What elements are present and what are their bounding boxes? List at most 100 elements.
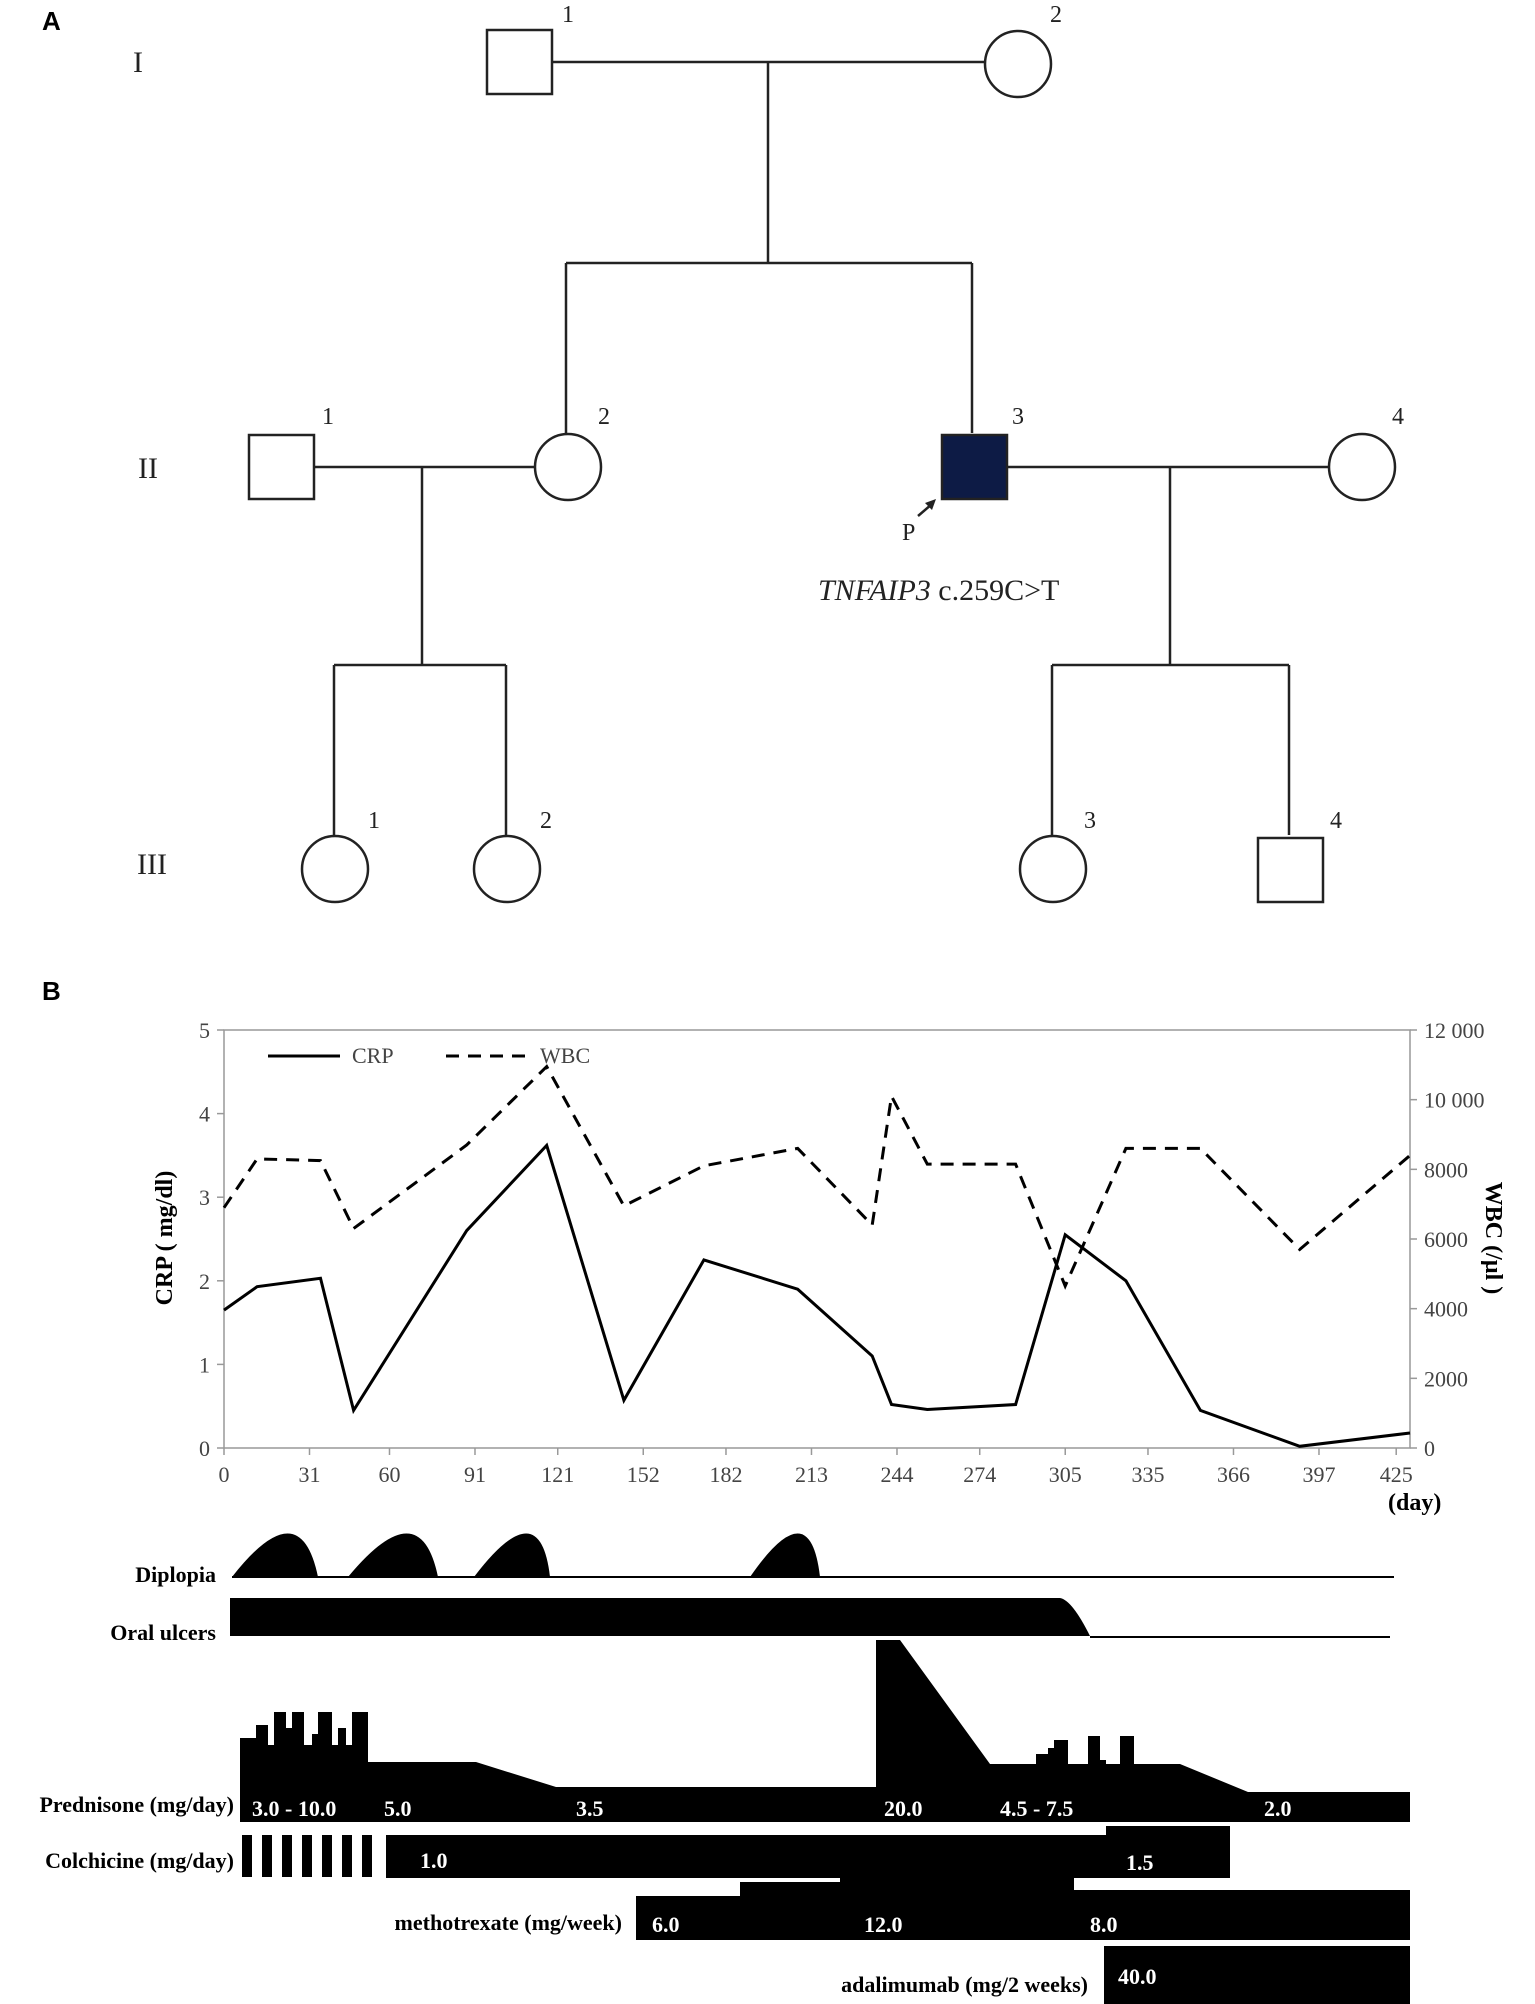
label-ii4: 4: [1392, 404, 1404, 430]
colchicine-bar: [386, 1826, 1230, 1878]
x-tick-label: 213: [795, 1462, 828, 1487]
left-tick-label: 3: [199, 1185, 210, 1210]
right-tick-label: 0: [1424, 1436, 1435, 1461]
left-axis-title: CRP ( mg/dl): [152, 1171, 178, 1306]
colchicine-pulse: [242, 1835, 252, 1877]
x-tick-label: 121: [541, 1462, 574, 1487]
prednisone-dose-5: 4.5 - 7.5: [1000, 1796, 1073, 1821]
x-tick-label: 244: [880, 1462, 913, 1487]
adalimumab-bar: [1104, 1946, 1410, 2004]
colchicine-pulse: [302, 1835, 312, 1877]
x-tick-label: 425: [1380, 1462, 1413, 1487]
generation-label-ii: II: [138, 452, 158, 485]
diplopia-track: [232, 1533, 1394, 1578]
variant-change: c.259C>T: [931, 574, 1060, 607]
right-tick-label: 6000: [1424, 1227, 1468, 1252]
plot-area-frame: [223, 1029, 1411, 1449]
legend-wbc-label: WBC: [540, 1043, 590, 1068]
diplopia-episode-3: [474, 1533, 550, 1577]
right-tick-label: 2000: [1424, 1366, 1468, 1391]
label-ii2: 2: [598, 404, 610, 430]
methotrexate-dose-2: 12.0: [864, 1912, 903, 1937]
prednisone-dose-area: [240, 1640, 1410, 1822]
variant-label: TNFAIP3 c.259C>T: [818, 574, 1059, 607]
x-tick-label: 397: [1302, 1462, 1335, 1487]
x-tick-label: 335: [1131, 1462, 1164, 1487]
x-axis-unit: (day): [1388, 1490, 1441, 1516]
x-tick-label: 305: [1049, 1462, 1082, 1487]
male-ii1-symbol: [247, 433, 316, 501]
colchicine-pulse: [342, 1835, 352, 1877]
female-iii2-symbol: [472, 834, 542, 904]
prednisone-dose-6: 2.0: [1264, 1796, 1292, 1821]
prednisone-dose-1: 3.0 - 10.0: [252, 1796, 336, 1821]
diplopia-label: Diplopia: [135, 1562, 216, 1587]
prednisone-dose-4: 20.0: [884, 1796, 923, 1821]
series-layer: [222, 1064, 1411, 1448]
generation-label-i: I: [133, 46, 143, 79]
x-tick-label: 182: [709, 1462, 742, 1487]
panel-letter-a: A: [42, 6, 61, 36]
methotrexate-dose-1: 6.0: [652, 1912, 680, 1937]
right-tick-label: 10 000: [1424, 1088, 1485, 1113]
right-axis-title: WBC (/µl ): [1480, 1182, 1506, 1295]
methotrexate-dose-area: [636, 1874, 1410, 1940]
male-iii4-symbol: [1256, 836, 1325, 904]
left-tick-label: 2: [199, 1269, 210, 1294]
x-axis-ticks: 0 31 60 91 121 152 182 213 244 274 305 335 366 397 425: [219, 1448, 1413, 1487]
colchicine-track: [242, 1826, 1230, 1878]
diplopia-episode-4: [750, 1533, 820, 1577]
prednisone-label: Prednisone (mg/day): [39, 1792, 234, 1817]
series-wbc-line: [222, 1064, 1411, 1290]
x-tick-label: 60: [378, 1462, 400, 1487]
female-ii4-symbol: [1327, 432, 1397, 502]
colchicine-label: Colchicine (mg/day): [45, 1848, 234, 1873]
diplopia-episode-2: [348, 1533, 438, 1577]
prednisone-dose-3: 3.5: [576, 1796, 604, 1821]
right-tick-label: 8000: [1424, 1157, 1468, 1182]
female-i2-symbol: [983, 29, 1053, 99]
diplopia-episode-1: [232, 1533, 318, 1577]
x-tick-label: 152: [627, 1462, 660, 1487]
pedigree-panel: A I II III: [42, 2, 1404, 904]
x-tick-label: 366: [1217, 1462, 1250, 1487]
variant-gene: TNFAIP3: [818, 574, 931, 607]
proband-arrow-icon: [917, 499, 936, 517]
oral-ulcers-bar: [230, 1598, 1090, 1636]
label-iii3: 3: [1084, 808, 1096, 834]
label-i1: 1: [562, 2, 574, 28]
colchicine-dose-2: 1.5: [1126, 1850, 1154, 1875]
legend: CRP WBC: [268, 1043, 590, 1068]
pedigree-lines: [314, 60, 1329, 835]
colchicine-pulse: [262, 1835, 272, 1877]
x-tick-label: 31: [299, 1462, 321, 1487]
proband-label: P: [902, 520, 915, 546]
label-ii1: 1: [322, 404, 334, 430]
x-tick-label: 91: [464, 1462, 486, 1487]
colchicine-pulse: [322, 1835, 332, 1877]
colchicine-dose-1: 1.0: [420, 1848, 448, 1873]
x-tick-label: 0: [219, 1462, 230, 1487]
left-tick-label: 1: [199, 1352, 210, 1377]
colchicine-pulse: [282, 1835, 292, 1877]
female-iii1-symbol: [300, 834, 370, 904]
colchicine-pulse: [362, 1835, 372, 1877]
generation-label-iii: III: [137, 848, 167, 881]
male-i1-symbol: [485, 28, 554, 96]
label-iii2: 2: [540, 808, 552, 834]
oral-ulcers-label: Oral ulcers: [110, 1620, 216, 1645]
adalimumab-label: adalimumab (mg/2 weeks): [841, 1972, 1088, 1997]
methotrexate-label: methotrexate (mg/week): [395, 1910, 622, 1935]
label-i2: 2: [1050, 2, 1062, 28]
methotrexate-dose-3: 8.0: [1090, 1912, 1118, 1937]
x-tick-label: 274: [963, 1462, 996, 1487]
oral-ulcers-track: [230, 1598, 1390, 1638]
prednisone-dose-2: 5.0: [384, 1796, 412, 1821]
series-crp-line: [223, 1142, 1411, 1448]
label-iii4: 4: [1330, 808, 1342, 834]
right-tick-label: 12 000: [1424, 1018, 1485, 1043]
